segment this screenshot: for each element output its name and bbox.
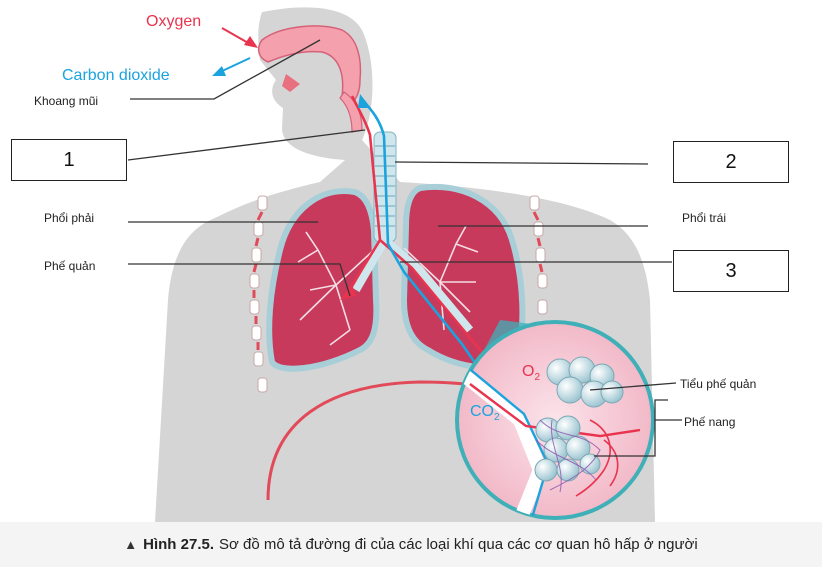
figure-caption: ▲ Hình 27.5. Sơ đồ mô tả đường đi của cá… — [0, 522, 822, 567]
answer-box-2: 2 — [673, 141, 789, 183]
bronchus-label: Phế quản — [44, 259, 95, 273]
oxygen-arrowhead — [244, 36, 258, 48]
caption-triangle-icon: ▲ — [124, 537, 137, 552]
bronchiole-label: Tiểu phế quản — [680, 377, 756, 391]
carbon-dioxide-arrowhead — [212, 66, 226, 76]
left-lung-label: Phổi trái — [682, 211, 726, 225]
carbon-dioxide-arrow — [220, 58, 250, 72]
carbon-dioxide-label: Carbon dioxide — [62, 67, 170, 84]
right-lung-label: Phổi phải — [44, 211, 94, 225]
oxygen-arrow — [222, 28, 250, 44]
caption-text: Sơ đồ mô tả đường đi của các loại khí qu… — [219, 536, 698, 553]
oxygen-label: Oxygen — [146, 13, 201, 30]
alveoli-label: Phế nang — [684, 415, 735, 429]
answer-box-3: 3 — [673, 250, 789, 292]
nasal-cavity-label: Khoang mũi — [34, 94, 98, 108]
caption-number: Hình 27.5. — [143, 536, 214, 553]
answer-box-1: 1 — [11, 139, 127, 181]
